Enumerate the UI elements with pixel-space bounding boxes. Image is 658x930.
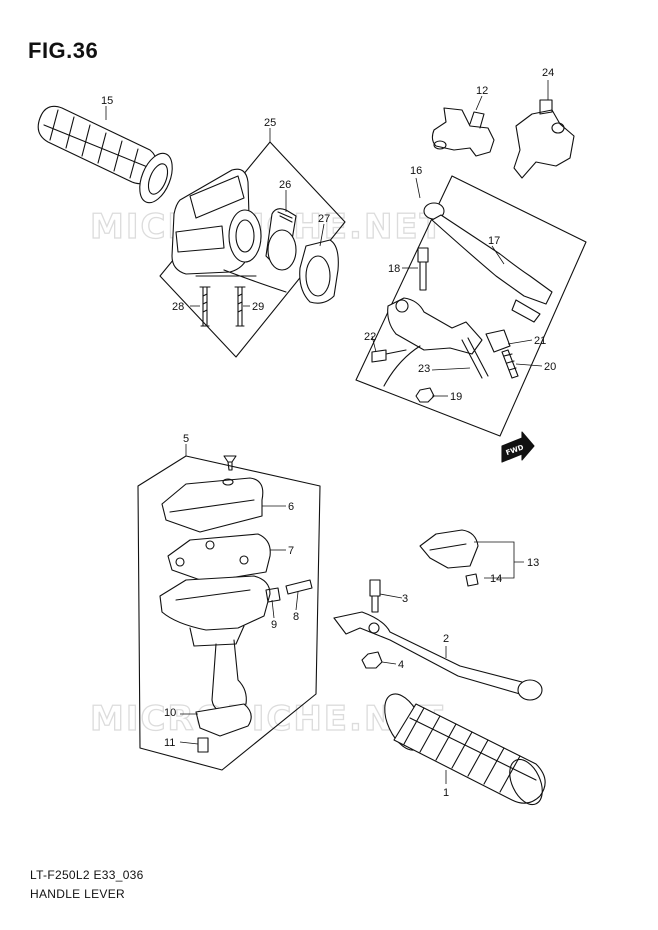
- callout-23: 23: [418, 363, 430, 375]
- callout-6: 6: [288, 501, 294, 513]
- parking-brake-parts: [431, 99, 575, 179]
- callout-8: 8: [293, 611, 299, 623]
- brake-lever-parts: [333, 579, 543, 701]
- callout-1: 1: [443, 787, 449, 799]
- callout-2: 2: [443, 633, 449, 645]
- callout-22: 22: [364, 331, 376, 343]
- callout-27: 27: [318, 213, 330, 225]
- callout-14: 14: [490, 573, 502, 585]
- callout-5: 5: [183, 433, 189, 445]
- callout-28: 28: [172, 301, 184, 313]
- callout-13: 13: [527, 557, 539, 569]
- callout-20: 20: [544, 361, 556, 373]
- callout-16: 16: [410, 165, 422, 177]
- callout-9: 9: [271, 619, 277, 631]
- diagram-code: LT-F250L2 E33_036: [30, 868, 144, 882]
- watermark-top: MICROFICHE.NET: [90, 207, 445, 247]
- callout-7: 7: [288, 545, 294, 557]
- callout-21: 21: [534, 335, 546, 347]
- switch-assembly-box: [159, 141, 346, 358]
- callout-10: 10: [164, 707, 176, 719]
- callout-3: 3: [402, 593, 408, 605]
- callout-25: 25: [264, 117, 276, 129]
- right-lever-assembly-box: [355, 175, 587, 437]
- callout-15: 15: [101, 95, 113, 107]
- callout-4: 4: [398, 659, 404, 671]
- callout-29: 29: [252, 301, 264, 313]
- figure-title: FIG.36: [28, 38, 99, 63]
- master-cylinder-assembly-box: [137, 455, 321, 771]
- forward-direction-badge: [501, 431, 535, 463]
- callout-19: 19: [450, 391, 462, 403]
- callout-12: 12: [476, 85, 488, 97]
- diagram-name: HANDLE LEVER: [30, 887, 125, 901]
- left-grip-part: [37, 105, 173, 204]
- callout-17: 17: [488, 235, 500, 247]
- right-grip-part: [384, 693, 546, 806]
- brake-switch-parts: [419, 529, 479, 587]
- callout-11: 11: [164, 737, 175, 749]
- callout-18: 18: [388, 263, 400, 275]
- callout-24: 24: [542, 67, 554, 79]
- callout-26: 26: [279, 179, 291, 191]
